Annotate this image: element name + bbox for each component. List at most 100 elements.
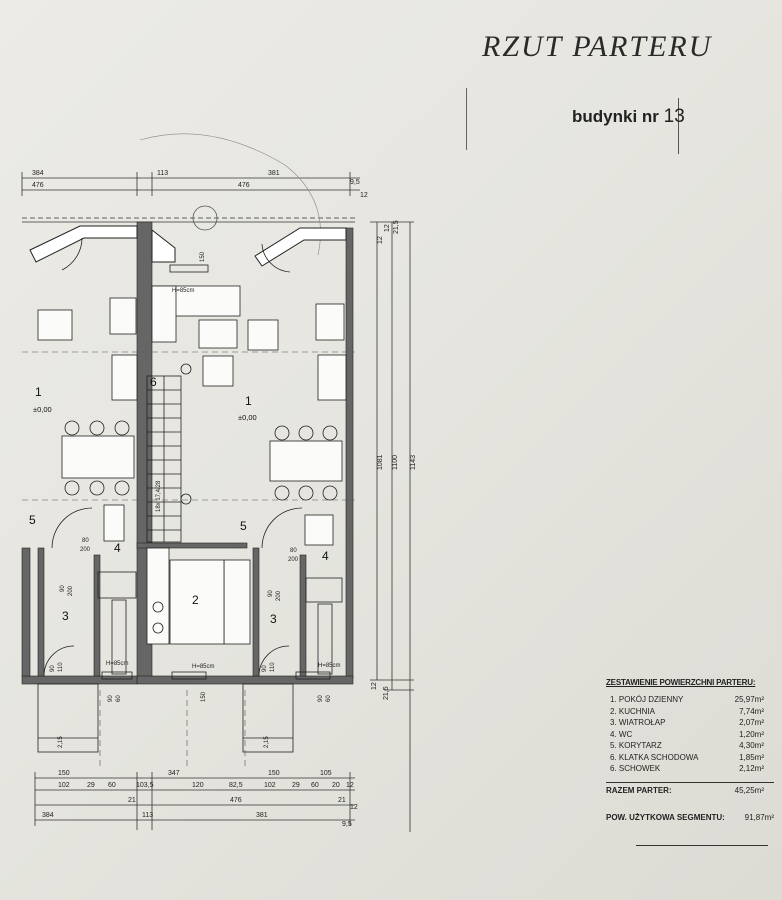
room-5-main: 5 xyxy=(240,519,247,533)
room-4-left: 4 xyxy=(114,541,121,555)
room-3-left: 3 xyxy=(62,609,69,623)
stair-step-left: 2,15 xyxy=(58,736,64,748)
area-summary: ZESTAWIENIE POWIERZCHNI PARTERU: 1. POKÓ… xyxy=(606,678,774,846)
dim-bot-150-l: 150 xyxy=(58,770,70,777)
title-divider-2 xyxy=(678,98,679,154)
room-3-right: 3 xyxy=(270,612,277,626)
area-row-label: 2. KUCHNIA xyxy=(610,706,655,716)
dim-bot-r2-3: 103,5 xyxy=(136,782,154,789)
dim-bot-r4-95: 9,5 xyxy=(342,821,352,828)
dim-bot-r2-2: 60 xyxy=(108,782,116,789)
area-row-value: 7,74m² xyxy=(739,706,764,716)
area-row-value: 4,30m² xyxy=(739,741,764,750)
door-right-80: 80 xyxy=(290,548,297,554)
dim-right-top-12b: 12 xyxy=(377,236,384,244)
room-6: 6 xyxy=(150,375,157,389)
dim-right-top-12a: 12 xyxy=(384,224,391,232)
door-right-90b: 90 xyxy=(262,665,268,672)
door-right-200b: 200 xyxy=(276,590,282,601)
area-row: 2. KUCHNIA 7,74m² xyxy=(606,707,774,719)
door-left-90b: 90 xyxy=(50,665,56,672)
level-left: ±0,00 xyxy=(33,405,52,414)
area-row-value: 1,85m² xyxy=(739,752,764,762)
dim-bot-r2-9: 20 xyxy=(332,782,340,789)
dim-bot-r2-1: 29 xyxy=(87,782,95,789)
window-bottom-60-r: 60 xyxy=(326,695,332,702)
dim-top-113: 113 xyxy=(157,170,168,177)
door-left-80: 80 xyxy=(82,538,89,544)
area-row-value: 25,97m² xyxy=(734,695,764,704)
building-number: 13 xyxy=(663,106,685,127)
area-row-value: 2,12m² xyxy=(739,764,764,773)
area-row: 6. SCHOWEK 2,12m² xyxy=(606,764,774,776)
dim-bot-r2-6: 102 xyxy=(264,782,276,789)
window-bottom-height: H=85cm xyxy=(192,664,215,670)
dim-top-small-1: 9,5 xyxy=(350,179,360,186)
dim-bot-r2-7: 29 xyxy=(292,782,300,789)
dim-right-top-215: 21,5 xyxy=(393,220,400,234)
building-label: budynki nr 13 xyxy=(572,106,685,128)
dim-bot-r3-12: 12 xyxy=(350,804,358,811)
door-left-200b: 200 xyxy=(68,585,74,596)
area-row-value: 1,20m² xyxy=(739,729,764,739)
usable-underline xyxy=(636,845,768,846)
window-top-height: H=85cm xyxy=(172,288,195,294)
area-summary-heading: ZESTAWIENIE POWIERZCHNI PARTERU: xyxy=(606,678,756,687)
area-total-value: 45,25m² xyxy=(734,785,764,795)
building-label-text: budynki nr xyxy=(572,107,659,126)
stairs-spec: 18x 17,4/28 xyxy=(156,480,162,512)
window-wc-left-height: H=85cm xyxy=(106,661,129,667)
window-bottom-90-r: 90 xyxy=(318,695,324,702)
stair-step-right: 2,15 xyxy=(264,736,270,748)
dim-bot-r2-5: 82,5 xyxy=(229,782,243,789)
door-right-90: 90 xyxy=(268,590,274,597)
door-left-200: 200 xyxy=(80,547,91,553)
dim-bot-r3-476: 476 xyxy=(230,797,242,804)
room-1-left: 1 xyxy=(35,385,42,399)
dim-top-476-right: 476 xyxy=(238,182,250,189)
dim-bot-r4-113: 113 xyxy=(142,812,153,819)
area-row-label: 3. WIATROŁAP xyxy=(610,718,666,727)
dim-right-bot-12: 12 xyxy=(371,682,378,690)
dim-bot-r2-8: 60 xyxy=(311,782,319,789)
dim-bot-r2-4: 120 xyxy=(192,782,204,789)
window-wc-right-height: H=85cm xyxy=(318,663,341,669)
area-row-label: 4. WC xyxy=(610,729,633,739)
dim-right-1081: 1081 xyxy=(377,454,384,470)
area-row: 1. POKÓJ DZIENNY 25,97m² xyxy=(606,695,774,707)
area-row: 3. WIATROŁAP 2,07m² xyxy=(606,718,774,730)
window-top-dim: 150 xyxy=(200,251,206,262)
dim-bot-r2-10: 12 xyxy=(346,782,354,789)
dim-bot-150-r: 150 xyxy=(268,770,280,777)
level-main: ±0,00 xyxy=(238,413,257,422)
page-title: RZUT PARTERU xyxy=(482,30,713,63)
usable-area-value: 91,87m² xyxy=(744,812,774,822)
dim-top-381: 381 xyxy=(268,170,280,177)
dim-bot-347: 347 xyxy=(168,770,180,777)
door-left-90: 90 xyxy=(60,585,66,592)
room-4-right: 4 xyxy=(322,549,329,563)
dim-bot-105: 105 xyxy=(320,770,332,777)
area-row-label: 6. SCHOWEK xyxy=(610,764,661,773)
area-total: RAZEM PARTER: 45,25m² xyxy=(606,781,774,795)
area-row: 4. WC 1,20m² xyxy=(606,730,774,742)
area-row-value: 2,07m² xyxy=(739,718,764,727)
door-left-110: 110 xyxy=(58,662,64,672)
area-row-label: 1. POKÓJ DZIENNY xyxy=(610,695,684,704)
dim-bot-r3-21-r: 21 xyxy=(338,797,346,804)
dim-bot-r3-21-l: 21 xyxy=(128,797,136,804)
dim-right-1100: 1100 xyxy=(392,455,399,470)
room-5-left: 5 xyxy=(29,513,36,527)
window-bottom-90-l: 90 xyxy=(108,695,114,702)
area-row-label: 5. KORYTARZ xyxy=(610,741,662,750)
dim-top-476-left: 476 xyxy=(32,182,44,189)
dim-right-bot-215: 21,5 xyxy=(383,686,390,700)
area-total-label: RAZEM PARTER: xyxy=(606,785,672,795)
window-bottom-60-l: 60 xyxy=(116,695,122,702)
dim-top-384: 384 xyxy=(32,170,44,177)
area-row-label: 6. KLATKA SCHODOWA xyxy=(610,752,699,762)
window-bottom-150: 150 xyxy=(201,691,207,702)
area-row: 6. KLATKA SCHODOWA 1,85m² xyxy=(606,753,774,765)
usable-area-label: POW. UŻYTKOWA SEGMENTU: xyxy=(606,812,725,822)
